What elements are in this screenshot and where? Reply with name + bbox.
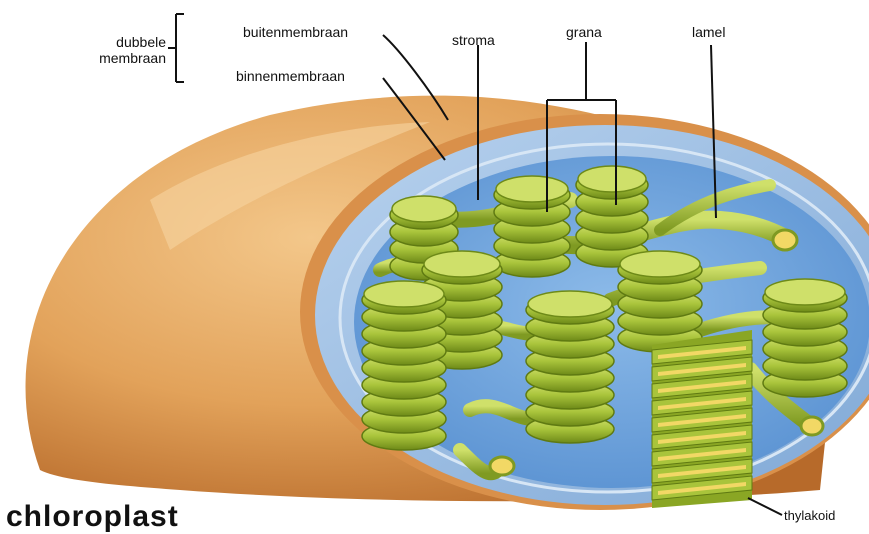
label-double-membrane-line2: membraan — [82, 50, 166, 66]
granum-top — [578, 166, 646, 192]
label-lamella: lamel — [692, 24, 725, 40]
granum-top — [424, 251, 500, 277]
label-stroma: stroma — [452, 32, 495, 48]
label-double-membrane: dubbele membraan — [82, 34, 166, 66]
granum-top — [528, 291, 612, 317]
lamel-tube-end — [490, 457, 514, 475]
label-outer-membrane: buitenmembraan — [243, 24, 348, 40]
cut-granum — [652, 330, 752, 508]
label-grana: grana — [566, 24, 602, 40]
granum-top — [765, 279, 845, 305]
lamel-tube-end — [773, 230, 797, 250]
label-double-membrane-line1: dubbele — [82, 34, 166, 50]
label-inner-membrane: binnenmembraan — [236, 68, 345, 84]
label-thylakoid: thylakoid — [784, 508, 835, 524]
granum-top — [392, 196, 456, 222]
diagram-title: chloroplast — [6, 500, 179, 534]
granum-top — [620, 251, 700, 277]
granum-top — [364, 281, 444, 307]
lamel-tube-end — [801, 417, 823, 435]
granum-top — [496, 176, 568, 202]
